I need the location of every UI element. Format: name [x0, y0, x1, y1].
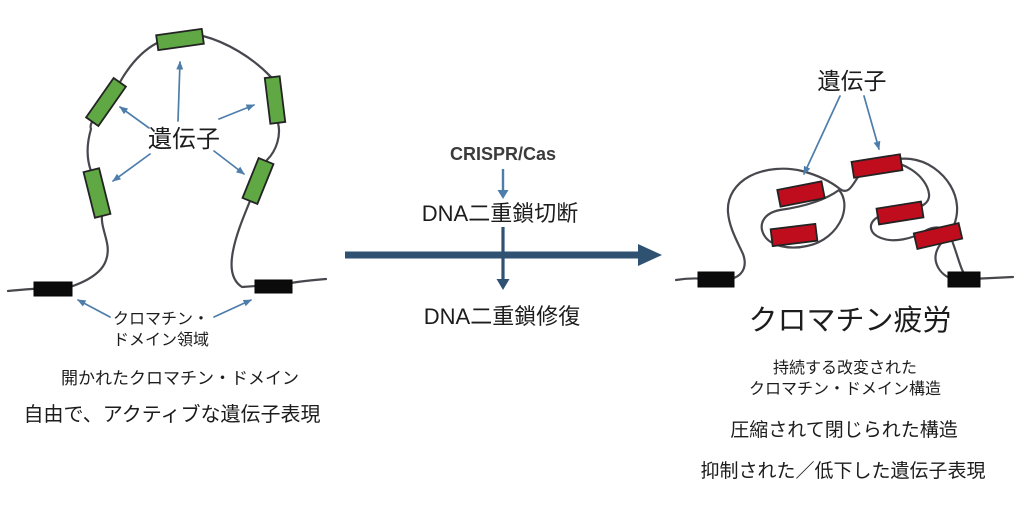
- crispr-cas-label: CRISPR/Cas: [449, 144, 557, 164]
- gene-box-red-lower-right: [912, 221, 964, 251]
- domain-anchor-box-right-right: [947, 271, 981, 288]
- dna-break-label: DNA二重鎖切断: [421, 201, 579, 226]
- open-chromatin-structure: [6, 27, 328, 318]
- chromatin-strand-right-inner-loop: [760, 188, 846, 249]
- gene-box-green-lower-left: [82, 167, 112, 219]
- gene-box-red-top: [850, 153, 904, 179]
- gene-pointer-arrow-lower-right: [213, 150, 245, 175]
- gene-pointer-arrow-upper-left: [119, 106, 150, 129]
- active-expression-caption: 自由で、アクティブな遺伝子表現: [23, 404, 321, 426]
- chromatin-strand-right-main: [674, 160, 1015, 282]
- gene-box-red-lower-left: [769, 222, 819, 248]
- process-main-arrowhead-icon: [638, 244, 662, 266]
- altered-structure-caption: 持続する改変された クロマチン・ドメイン構造: [749, 358, 941, 400]
- gene-box-red-upper-left: [776, 180, 826, 208]
- chromatin-domain-region-label: クロマチン・ ドメイン領域: [113, 309, 209, 351]
- chromatin-fatigue-title: クロマチン疲労: [748, 305, 952, 337]
- gene-pointer-arrows-right: [803, 95, 881, 175]
- domain-anchor-box-right-left: [697, 271, 735, 288]
- condensed-chromatin-structure: [674, 95, 1015, 288]
- gene-pointer-arrows-left: [112, 61, 255, 182]
- process-down-arrowhead-icon: [496, 279, 510, 290]
- gene-pointer-arrow-up: [176, 61, 184, 122]
- left-gene-label: 遺伝子: [148, 126, 220, 153]
- open-domain-caption: 開かれたクロマチン・ドメイン: [61, 369, 299, 388]
- gene-pointer-arrow-upper-right: [218, 104, 255, 120]
- gene-pointer-arrow-right-a: [803, 95, 841, 175]
- altered-structure-caption-line2: クロマチン・ドメイン構造: [748, 381, 942, 398]
- chromatin-domain-region-label-line1: クロマチン・: [112, 311, 210, 328]
- domain-pointer-arrow-right: [213, 299, 252, 318]
- gene-box-green-top: [155, 27, 205, 52]
- domain-anchor-box-left: [33, 281, 73, 297]
- chromatin-strand-left-tail: [289, 277, 328, 285]
- chromatin-domain-region-label-line2: ドメイン領域: [112, 332, 210, 349]
- process-flow: [345, 169, 662, 290]
- gene-box-green-lower-right: [241, 156, 275, 206]
- crispr-down-arrowhead-icon: [497, 190, 509, 199]
- gene-box-green-upper-right: [263, 75, 287, 125]
- right-gene-label: 遺伝子: [817, 68, 887, 94]
- chromatin-strand-left: [6, 34, 281, 293]
- domain-anchor-box-right: [254, 279, 293, 294]
- domain-pointer-arrow-left: [77, 299, 111, 318]
- gene-box-green-upper-left: [84, 76, 128, 128]
- gene-pointer-arrow-lower-left: [112, 153, 151, 182]
- dna-repair-label: DNA二重鎖修復: [423, 304, 581, 329]
- gene-box-red-middle-right: [875, 200, 925, 226]
- suppressed-expression-caption: 抑制された／低下した遺伝子表現: [700, 461, 986, 482]
- altered-structure-caption-line1: 持続する改変された: [772, 360, 918, 377]
- domain-pointer-arrows: [77, 299, 252, 318]
- compact-structure-caption: 圧縮されて閉じられた構造: [730, 420, 958, 441]
- gene-pointer-arrow-right-b: [863, 95, 881, 150]
